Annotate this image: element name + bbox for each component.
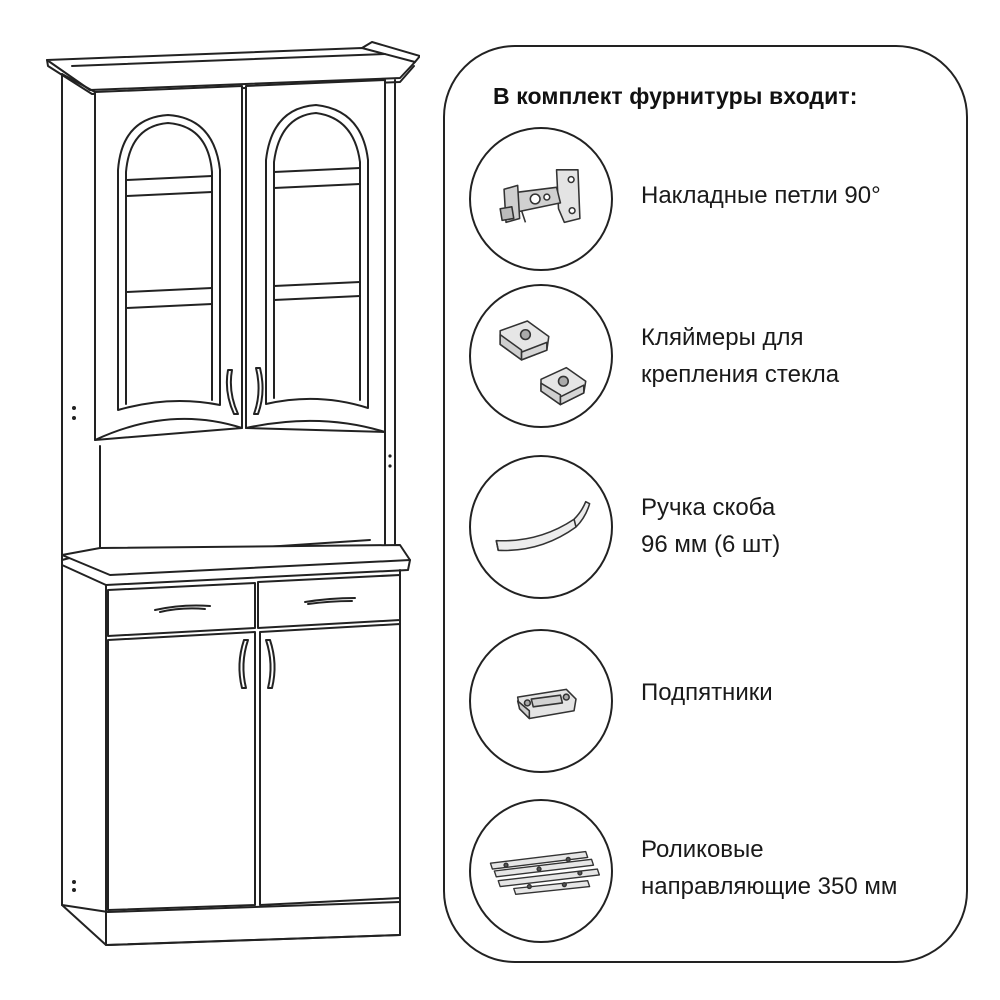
kit-item-label: Кляймеры для крепления стекла — [641, 324, 840, 388]
hardware-kit-panel: В комплект фурнитуры входит: Накладные п… — [443, 45, 968, 963]
foot-pad-icon — [469, 629, 613, 773]
glass-clip-icon — [469, 284, 613, 428]
drawer-slide-icon — [469, 799, 613, 943]
handle-icon — [469, 455, 613, 599]
kit-item-label: Накладные петли 90° — [641, 182, 881, 209]
kit-item-label: Ручка скоба 96 мм (6 шт) — [641, 494, 781, 558]
kit-item-hinges: Накладные петли 90° — [469, 127, 949, 271]
kit-item-label: Подпятники — [641, 679, 773, 706]
hinge-icon — [469, 127, 613, 271]
kit-item-glass-clips: Кляймеры для крепления стекла — [469, 284, 949, 428]
panel-title: В комплект фурнитуры входит: — [493, 83, 858, 109]
kit-item-drawer-slides: Роликовые направляющие 350 мм — [469, 799, 949, 943]
cabinet-illustration — [46, 41, 420, 946]
kit-item-foot-pads: Подпятники — [469, 629, 949, 773]
kit-item-label: Роликовые направляющие 350 мм — [641, 836, 898, 900]
kit-item-handle: Ручка скоба 96 мм (6 шт) — [469, 455, 949, 599]
